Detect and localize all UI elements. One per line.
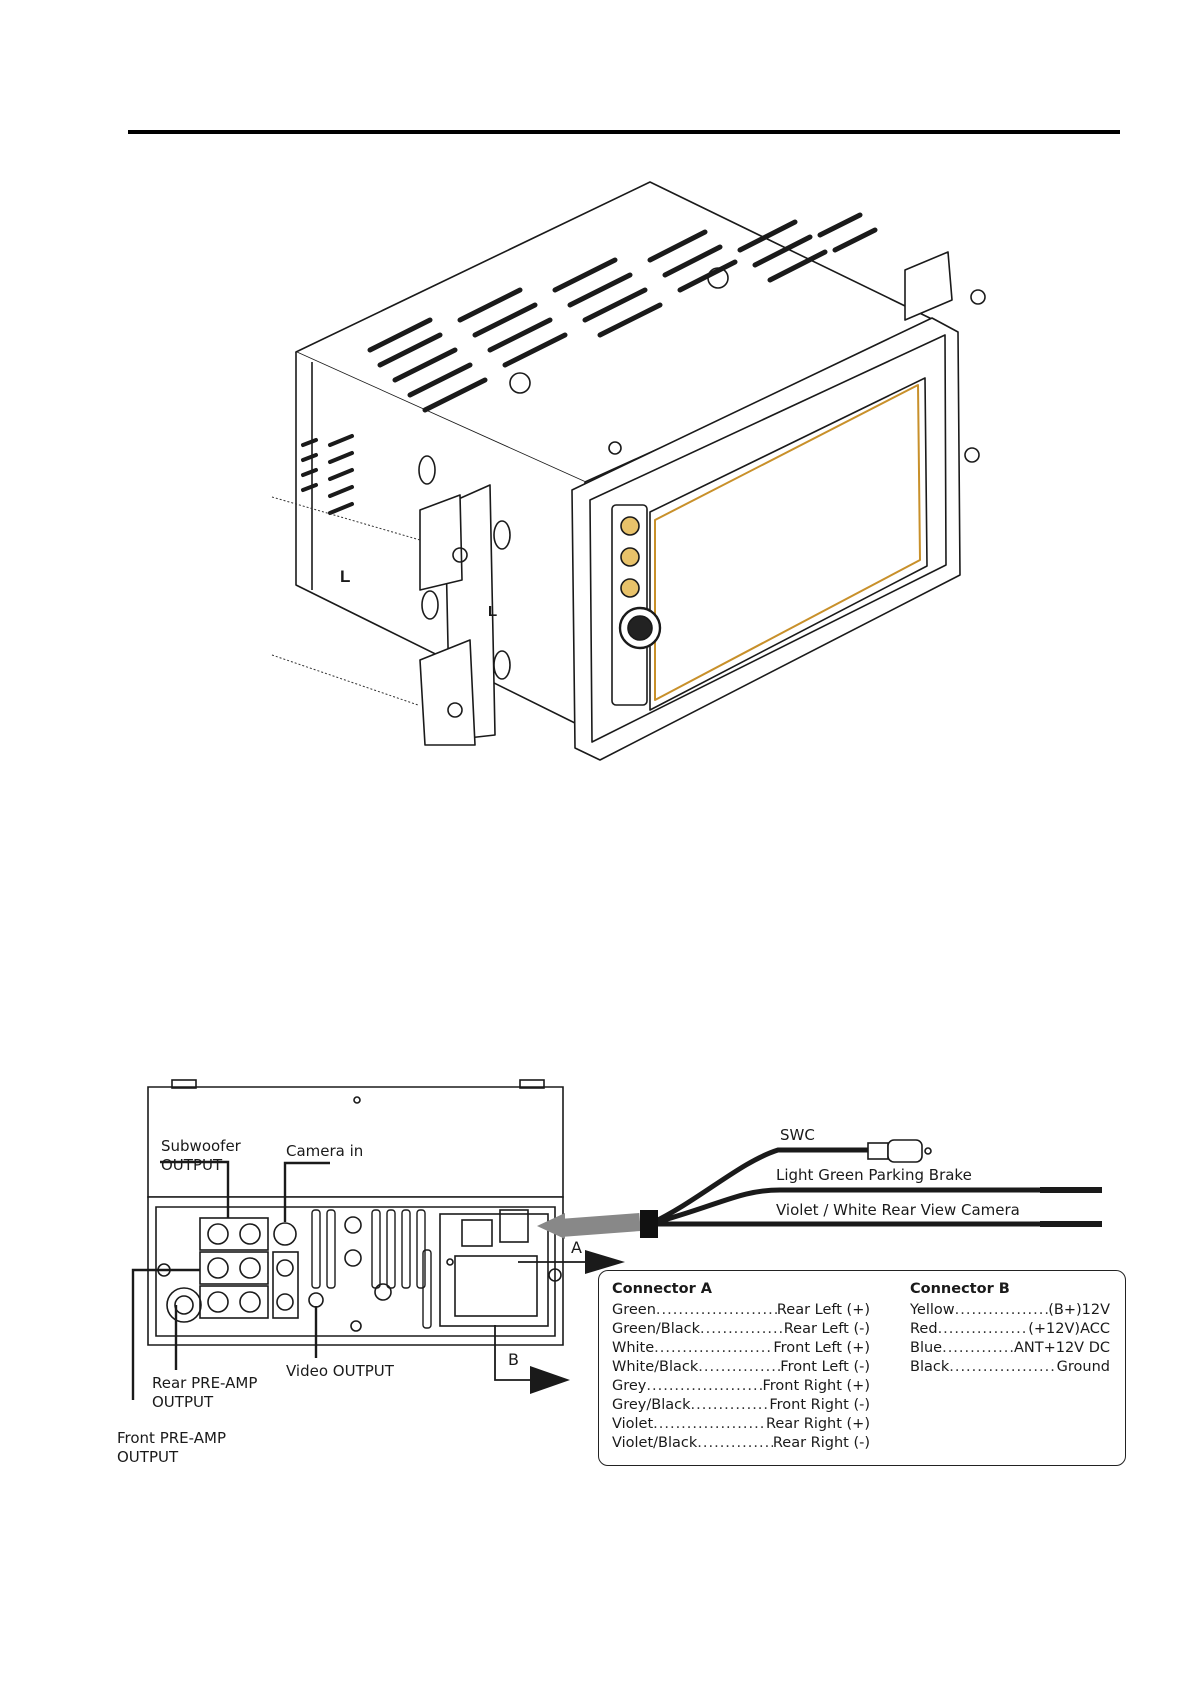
dot-leader — [942, 1339, 1014, 1358]
wire-function: (+12V)ACC — [1028, 1321, 1110, 1337]
connector-row: Green/Black Rear Left (-) — [612, 1320, 870, 1339]
wire-function: (B+)12V — [1048, 1302, 1110, 1318]
connector-a-table: Connector A Green Rear Left (+) Green/Blac… — [612, 1280, 870, 1453]
dot-leader — [653, 1415, 766, 1434]
connector-row: Grey/Black Front Right (-) — [612, 1396, 870, 1415]
connector-row: Black Ground — [910, 1358, 1110, 1377]
wire-color: Yellow — [910, 1302, 955, 1318]
dot-leader — [938, 1320, 1029, 1339]
dot-leader — [646, 1377, 762, 1396]
connector-row: White Front Left (+) — [612, 1339, 870, 1358]
connector-row: White/Black Front Left (-) — [612, 1358, 870, 1377]
swc-label: SWC — [780, 1126, 815, 1144]
wire-color: Grey/Black — [612, 1397, 691, 1413]
wire-function: Rear Left (-) — [783, 1321, 870, 1337]
dot-leader — [949, 1358, 1056, 1377]
connector-row: Yellow (B+)12V — [910, 1301, 1110, 1320]
wire-color: White — [612, 1340, 655, 1356]
wire-color: Grey — [612, 1378, 647, 1394]
front-preamp-label: Front PRE-AMP OUTPUT — [117, 1429, 226, 1466]
wire-function: Front Right (-) — [769, 1397, 870, 1413]
wire-function: Front Left (-) — [780, 1359, 870, 1375]
wire-function: Ground — [1056, 1359, 1110, 1375]
connector-row: Violet Rear Right (+) — [612, 1415, 870, 1434]
wire-color: Black — [910, 1359, 950, 1375]
connector-row: Blue ANT+12V DC — [910, 1339, 1110, 1358]
wire-color: Red — [910, 1321, 938, 1337]
wire-color: White/Black — [612, 1359, 699, 1375]
wire-color: Violet — [612, 1416, 654, 1432]
arrow-b-label: B — [508, 1350, 519, 1369]
arrow-a-label: A — [571, 1238, 582, 1257]
wire-color: Green — [612, 1302, 656, 1318]
connector-row: Green Rear Left (+) — [612, 1301, 870, 1320]
connector-b-table: Connector B Yellow (B+)12V Red (+12V)ACC Blu… — [910, 1280, 1110, 1377]
dot-leader — [700, 1320, 784, 1339]
header-rule — [128, 130, 1120, 134]
wire-color: Violet/Black — [612, 1435, 698, 1451]
wire-color: Blue — [910, 1340, 943, 1356]
wire-function: Front Right (+) — [762, 1378, 870, 1394]
parking-brake-label: Light Green Parking Brake — [776, 1166, 972, 1184]
bracket-left-mark: L — [488, 603, 497, 620]
dot-leader — [654, 1339, 773, 1358]
dot-leader — [955, 1301, 1049, 1320]
connector-row: Red (+12V)ACC — [910, 1320, 1110, 1339]
dot-leader — [698, 1358, 780, 1377]
dot-leader — [656, 1301, 777, 1320]
wire-function: Rear Left (+) — [776, 1302, 870, 1318]
connector-row: Violet/Black Rear Right (-) — [612, 1434, 870, 1453]
connector-row: Grey Front Right (+) — [612, 1377, 870, 1396]
wire-function: Rear Right (-) — [772, 1435, 870, 1451]
video-output-label: Video OUTPUT — [286, 1362, 394, 1380]
connector-b-title: Connector B — [910, 1281, 1010, 1297]
connector-legend — [598, 1270, 1126, 1466]
connector-a-title: Connector A — [612, 1281, 712, 1297]
head-unit-illustration: L L — [271, 181, 986, 761]
wire-function: Rear Right (+) — [765, 1416, 870, 1432]
dot-leader — [697, 1434, 773, 1453]
dot-leader — [691, 1396, 770, 1415]
wire-color: Green/Black — [612, 1321, 701, 1337]
wire-function: Front Left (+) — [773, 1340, 870, 1356]
subwoofer-output-label: Subwoofer OUTPUT — [161, 1137, 241, 1174]
camera-in-label: Camera in — [286, 1142, 364, 1160]
rear-preamp-label: Rear PRE-AMP OUTPUT — [152, 1374, 258, 1411]
wire-function: ANT+12V DC — [1013, 1340, 1110, 1356]
rear-camera-label: Violet / White Rear View Camera — [776, 1201, 1020, 1219]
chassis-left-mark: L — [340, 567, 350, 586]
